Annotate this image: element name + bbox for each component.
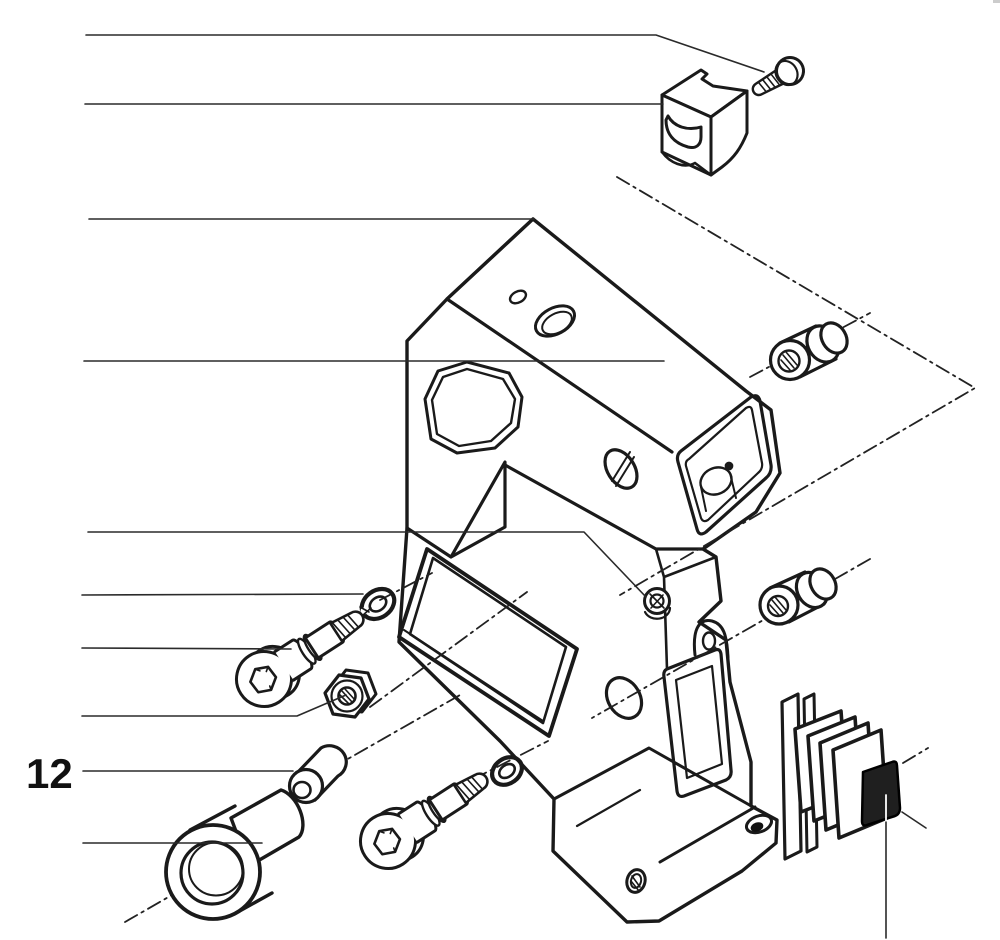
gear-housing bbox=[397, 217, 819, 924]
bearing-bushing bbox=[164, 788, 305, 921]
leader-lines bbox=[81, 34, 927, 939]
interior-screw bbox=[643, 587, 672, 620]
scan-artifact bbox=[993, 0, 1000, 3]
leader-top-screw bbox=[85, 34, 765, 73]
threaded-bushing-lower bbox=[758, 567, 838, 626]
gasket-seal bbox=[397, 547, 579, 738]
threaded-bushing-upper bbox=[768, 321, 849, 382]
sheet-metal-clip bbox=[660, 68, 749, 177]
lock-washer-upper bbox=[359, 586, 397, 622]
pan-head-screw bbox=[751, 56, 805, 97]
bellows-boot bbox=[793, 709, 902, 840]
leader-screw-upper bbox=[81, 647, 292, 650]
part-number-label: 12 bbox=[26, 750, 73, 797]
leader-interior-screw bbox=[87, 531, 647, 598]
leader-nut bbox=[81, 694, 347, 717]
spacer-sleeve bbox=[287, 744, 348, 805]
lock-washer-lower bbox=[490, 755, 524, 787]
hex-nut bbox=[323, 668, 378, 719]
socket-head-screw-lower bbox=[359, 772, 489, 870]
boot-cap bbox=[860, 760, 902, 827]
leader-boot-side bbox=[901, 811, 927, 829]
leader-washer-upper bbox=[81, 593, 364, 596]
socket-head-screw-upper bbox=[235, 610, 365, 708]
